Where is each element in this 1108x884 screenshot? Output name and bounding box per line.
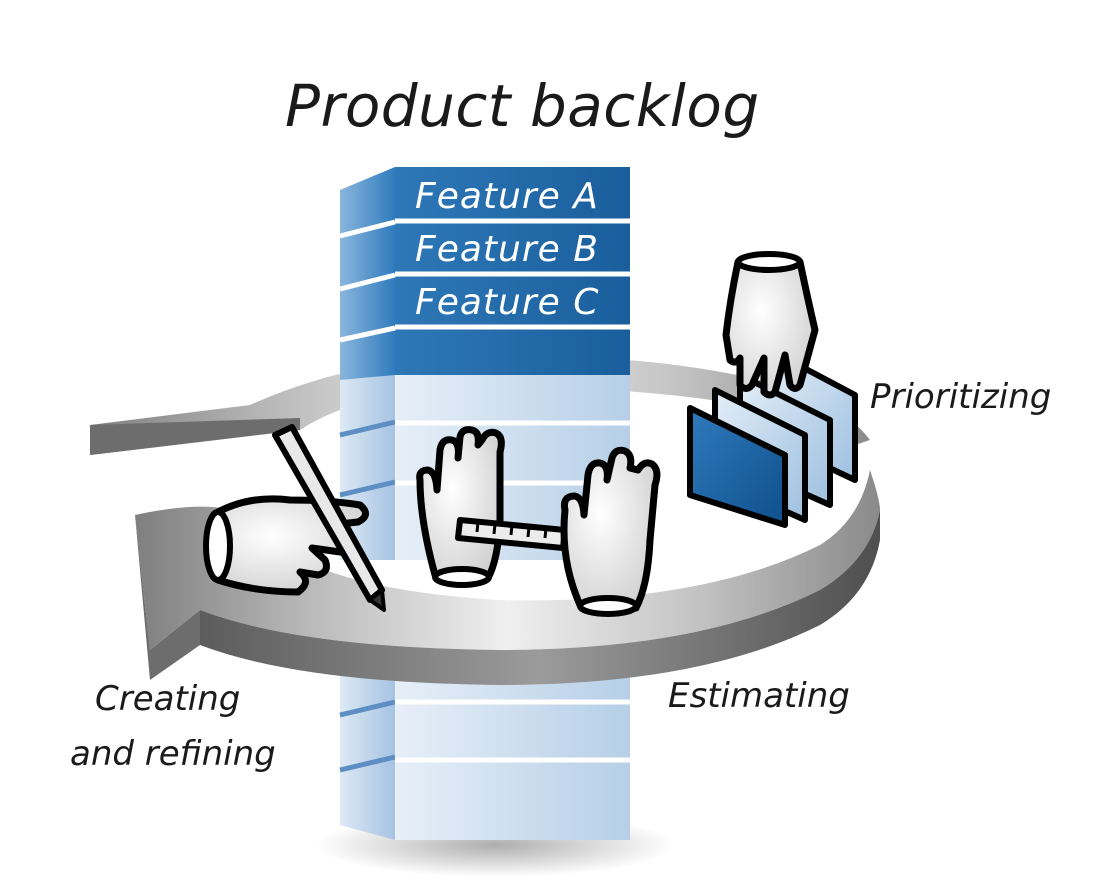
feature-b-label: Feature B (415, 229, 599, 270)
card-stack-icon (687, 347, 858, 528)
hand-icon-prioritizing (722, 251, 819, 399)
diagram-title: Product backlog (285, 72, 760, 140)
hand-icon-estimating-right (560, 446, 661, 617)
creating-label: Creating (95, 679, 240, 719)
loop-front (135, 470, 880, 685)
feature-c-label: Feature C (415, 282, 599, 323)
estimating-label: Estimating (668, 676, 850, 716)
pencil-icon (272, 424, 386, 612)
feature-a-label: Feature A (415, 176, 599, 217)
backlog-item-top (339, 167, 630, 380)
prioritizing-label: Prioritizing (870, 377, 1051, 417)
refining-label: and refining (70, 734, 276, 774)
